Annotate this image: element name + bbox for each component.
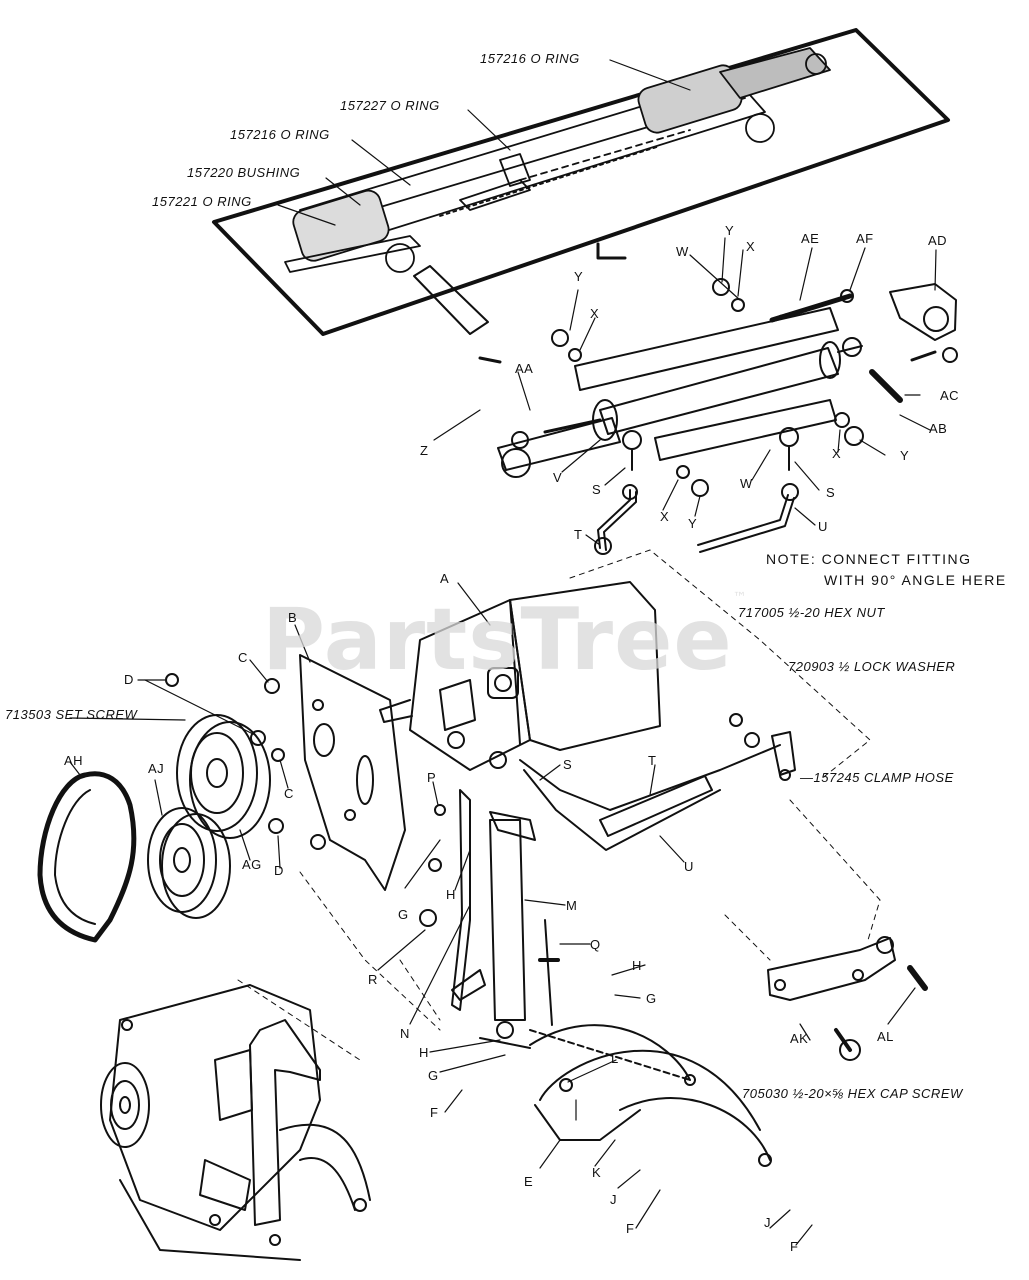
hoses (519, 483, 799, 851)
label-set-screw: 713503 SET SCREW (5, 707, 138, 722)
inset-leader (596, 242, 627, 260)
label-bushing-157220: 157220 BUSHING (187, 165, 301, 180)
callout-K: K (592, 1165, 602, 1180)
construction-lines (237, 549, 881, 1061)
callout-Y: Y (574, 269, 584, 284)
callout-A: A (440, 571, 450, 586)
callout-AD: AD (928, 233, 948, 248)
label-oring-157227: 157227 O RING (340, 98, 440, 113)
callout-AC: AC (940, 388, 960, 403)
leader-lines (69, 59, 937, 1246)
callout-Q: Q (590, 937, 601, 952)
callout-B: B (288, 610, 298, 625)
callout-T: T (574, 527, 583, 542)
label-hex-nut: 717005 ½-20 HEX NUT (738, 605, 885, 620)
watermark-logo: PartsTree™ (262, 590, 748, 690)
callout-AL: AL (877, 1029, 894, 1044)
callout-AE: AE (801, 231, 820, 246)
callout-AJ: AJ (148, 761, 165, 776)
callout-J: J (610, 1192, 617, 1207)
control-lever (451, 789, 691, 1081)
callout-R: R (368, 972, 378, 987)
callout-N: N (400, 1026, 410, 1041)
label-hex-cap-screw: 705030 ½-20×⅝ HEX CAP SCREW (742, 1086, 963, 1101)
callout-X: X (590, 306, 600, 321)
note-line-2: WITH 90° ANGLE HERE (824, 572, 1007, 588)
callout-D: D (124, 672, 134, 687)
callout-C: C (238, 650, 248, 665)
inset-frame (212, 28, 950, 336)
callout-T: T (648, 753, 657, 768)
callout-S: S (563, 757, 573, 772)
callout-X: X (746, 239, 756, 254)
drive-belt (37, 771, 137, 943)
callout-AG: AG (242, 857, 262, 872)
label-oring-157221: 157221 O RING (152, 194, 252, 209)
callout-W: W (676, 244, 689, 259)
callout-P: P (427, 770, 437, 785)
callout-V: V (553, 470, 563, 485)
label-oring-157216-top: 157216 O RING (480, 51, 580, 66)
pulleys (37, 714, 271, 943)
callout-U: U (684, 859, 694, 874)
label-oring-157216: 157216 O RING (230, 127, 330, 142)
clamp-assembly (729, 713, 796, 781)
callout-AB: AB (929, 421, 948, 436)
callout-AH: AH (64, 753, 84, 768)
callout-X: X (832, 446, 842, 461)
inset-cylinder (284, 47, 831, 273)
callout-C: C (284, 786, 294, 801)
callout-Z: Z (420, 443, 429, 458)
pump-reservoir (379, 581, 661, 771)
callout-AA: AA (515, 361, 534, 376)
callout-G: G (428, 1068, 439, 1083)
belt-guard (529, 1024, 772, 1167)
callout-H: H (446, 887, 456, 902)
callout-H: H (632, 958, 642, 973)
callout-F: F (626, 1221, 635, 1236)
hydraulic-cylinder (413, 265, 958, 497)
callout-X: X (660, 509, 670, 524)
label-clamp-hose: —157245 CLAMP HOSE (800, 770, 954, 785)
callout-H: H (419, 1045, 429, 1060)
callout-L: L (611, 1051, 619, 1066)
callout-E: E (524, 1174, 534, 1189)
callout-F: F (430, 1105, 439, 1120)
label-lock-washer: 720903 ½ LOCK WASHER (788, 659, 956, 674)
installed-view (100, 984, 371, 1261)
callout-G: G (646, 991, 657, 1006)
callout-G: G (398, 907, 409, 922)
callout-U: U (818, 519, 828, 534)
mounting-plate (299, 654, 406, 891)
callout-W: W (740, 476, 753, 491)
callout-M: M (566, 898, 578, 913)
callout-AK: AK (790, 1031, 809, 1046)
callout-Y: Y (688, 516, 698, 531)
callout-S: S (826, 485, 836, 500)
callout-S: S (592, 482, 602, 497)
callout-F: F (790, 1239, 799, 1254)
note-line-1: NOTE: CONNECT FITTING (766, 551, 972, 567)
callout-AF: AF (856, 231, 874, 246)
callout-Y: Y (725, 223, 735, 238)
fasteners (165, 673, 446, 927)
callout-J: J (764, 1215, 771, 1230)
callout-Y: Y (900, 448, 910, 463)
callout-D: D (274, 863, 284, 878)
bracket (767, 936, 928, 1061)
